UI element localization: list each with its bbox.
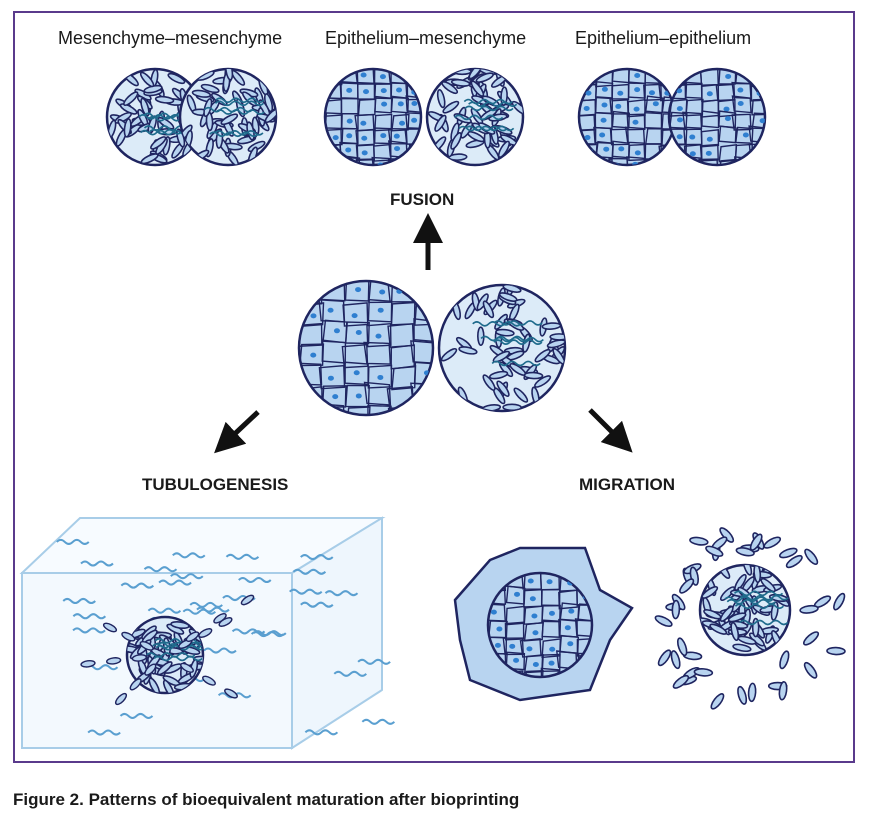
epithelial-spheroid-right bbox=[667, 67, 767, 167]
label-tubulogenesis: TUBULOGENESIS bbox=[142, 475, 289, 494]
label-epithelium-epithelium: Epithelium–epithelium bbox=[575, 28, 752, 48]
label-migration: MIGRATION bbox=[579, 475, 676, 494]
tubulogenesis-spheroid bbox=[125, 615, 205, 695]
arrows bbox=[214, 213, 633, 454]
tubule-sprouts bbox=[80, 594, 255, 706]
dispersed-mesenchymal-cells bbox=[654, 527, 846, 710]
label-fusion: FUSION bbox=[390, 190, 455, 209]
mesenchymal-spheroid-center bbox=[437, 283, 567, 413]
migrating-mesenchymal-core bbox=[698, 563, 792, 657]
epithelial-spheroid-center bbox=[297, 279, 435, 417]
mesenchymal-spheroid-fused-right bbox=[425, 67, 525, 167]
figure-caption: Figure 2. Patterns of bioequivalent matu… bbox=[13, 790, 520, 809]
label-epithelium-mesenchyme: Epithelium–mesenchyme bbox=[325, 28, 527, 48]
mesenchymal-spheroid-right bbox=[178, 67, 278, 167]
arrow-down-right-icon bbox=[588, 408, 633, 453]
label-mesenchyme-mesenchyme: Mesenchyme–mesenchyme bbox=[58, 28, 283, 48]
epithelial-spheroid-fused-left bbox=[323, 67, 423, 167]
epithelial-spheroid-left bbox=[577, 67, 677, 167]
arrow-down-left-icon bbox=[214, 410, 260, 454]
